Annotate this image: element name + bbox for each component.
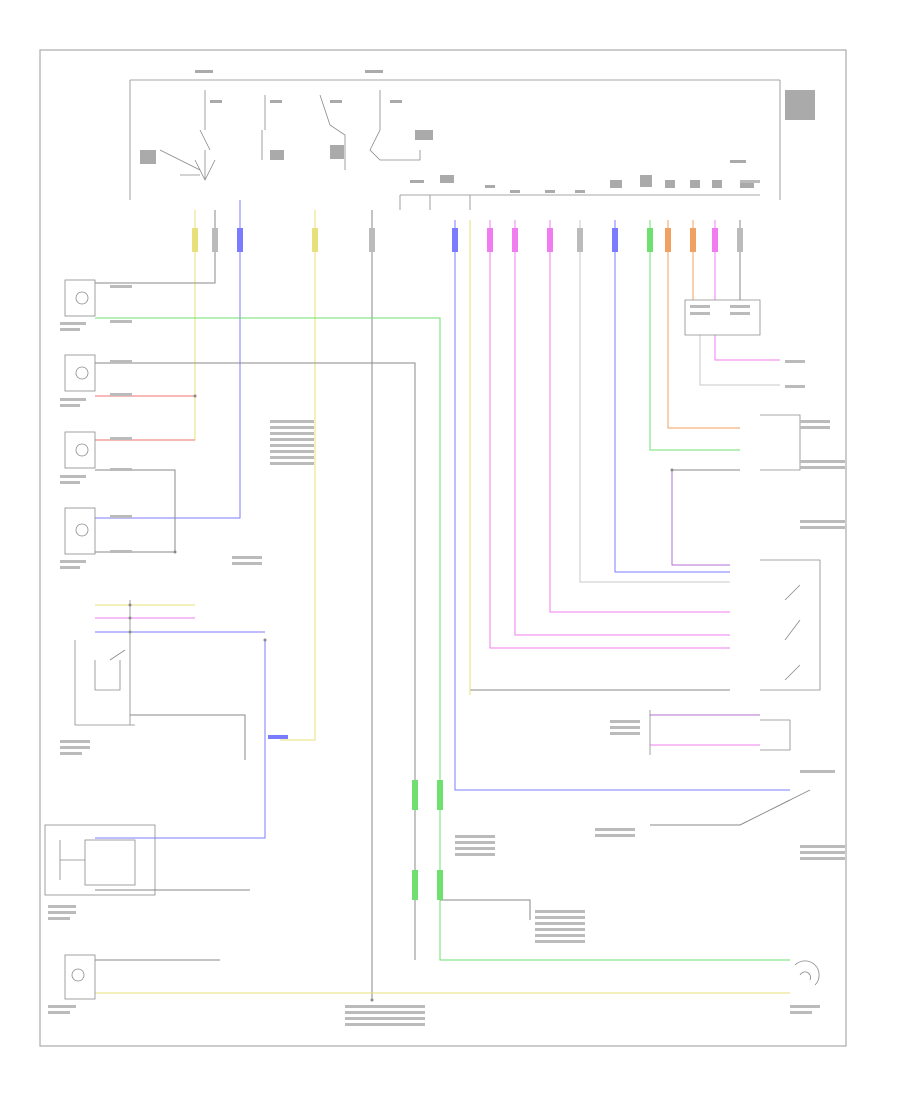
wire-black-3 [95,469,176,553]
wire-yellow-main [95,210,196,441]
lamp-icon [64,954,96,1000]
wire-pink-2 [514,220,730,636]
fuse-labels [140,70,815,164]
wire-black-10 [650,799,791,826]
wire-green-1 [95,317,790,961]
lamp-icon [64,507,96,555]
lamp-icon [64,431,96,469]
wire-gray-1 [579,220,730,583]
lamp-icon [64,279,96,317]
wire-gray-2 [699,335,780,386]
wire-black-4 [469,220,730,691]
wire-blue-1 [95,200,241,519]
splice-dots [128,394,674,1002]
wire-pink-1 [489,220,730,649]
connector-pins [410,175,754,193]
wire-black-11 [440,899,531,920]
wire-black-9 [130,714,246,760]
relay-left [74,600,135,726]
wire-blue-3 [614,220,730,573]
wire-tags [192,228,743,900]
diagram-frame [39,49,847,1047]
wire-blue-2 [454,220,790,791]
wire-green-2 [649,220,740,451]
wire-orange-1 [667,220,740,429]
lamp-icon-right [794,960,820,986]
wire-black-2 [95,362,416,960]
wire-yellow-2 [280,210,316,741]
trailer-module [44,824,156,896]
label-blocks [48,180,845,1026]
switches-right [649,299,821,801]
wire-pink-5 [714,335,780,361]
fuse-block [129,79,781,210]
wire-pink-3 [549,220,730,613]
wire-purple-1 [671,470,730,566]
lamp-icon [64,354,96,392]
lamps-left [64,279,96,1000]
wire-blue-4 [95,640,266,839]
